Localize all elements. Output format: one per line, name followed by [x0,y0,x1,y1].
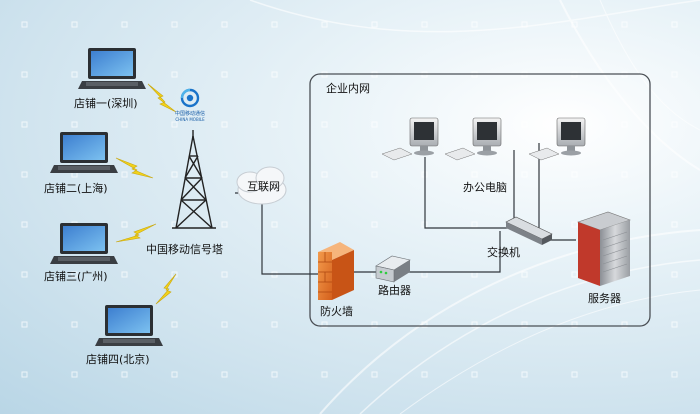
store-label-shanghai: 店铺二(上海) [44,182,108,195]
store-label-guangzhou: 店铺三(广州) [44,270,108,283]
router-icon [375,255,411,283]
switch-icon [505,216,553,245]
laptop-icon [50,223,118,264]
signal-tower-icon [172,130,216,229]
switch-label: 交换机 [487,246,520,259]
internet-label: 互联网 [247,180,280,193]
logo-subtext: CHINA MOBILE [175,117,205,122]
office-pcs-label: 办公电脑 [463,181,507,194]
router-label: 路由器 [378,284,411,297]
server-icon [577,211,631,286]
desktop-monitor-icon [444,117,502,161]
firewall-icon [318,242,354,300]
tower-label: 中国移动信号塔 [146,243,223,256]
desktop-monitor-icon [381,117,439,161]
laptop-icon [95,305,163,346]
store-label-beijing: 店铺四(北京) [86,353,150,366]
background-swooshes [249,0,700,414]
laptop-icon [50,132,118,173]
connection-lines [235,143,576,275]
intranet-label: 企业内网 [326,82,370,95]
china-mobile-logo: 中国移动通信 CHINA MOBILE [175,88,205,122]
server-label: 服务器 [588,292,621,305]
laptop-icon [78,48,146,89]
firewall-label: 防火墙 [320,305,353,318]
lightning-icon [115,83,177,305]
intranet-boundary [309,73,651,327]
desktop-monitor-icon [528,117,586,161]
internet-cloud-icon [236,166,287,205]
store-label-shenzhen: 店铺一(深圳) [74,97,138,110]
logo-text: 中国移动通信 [175,110,205,117]
